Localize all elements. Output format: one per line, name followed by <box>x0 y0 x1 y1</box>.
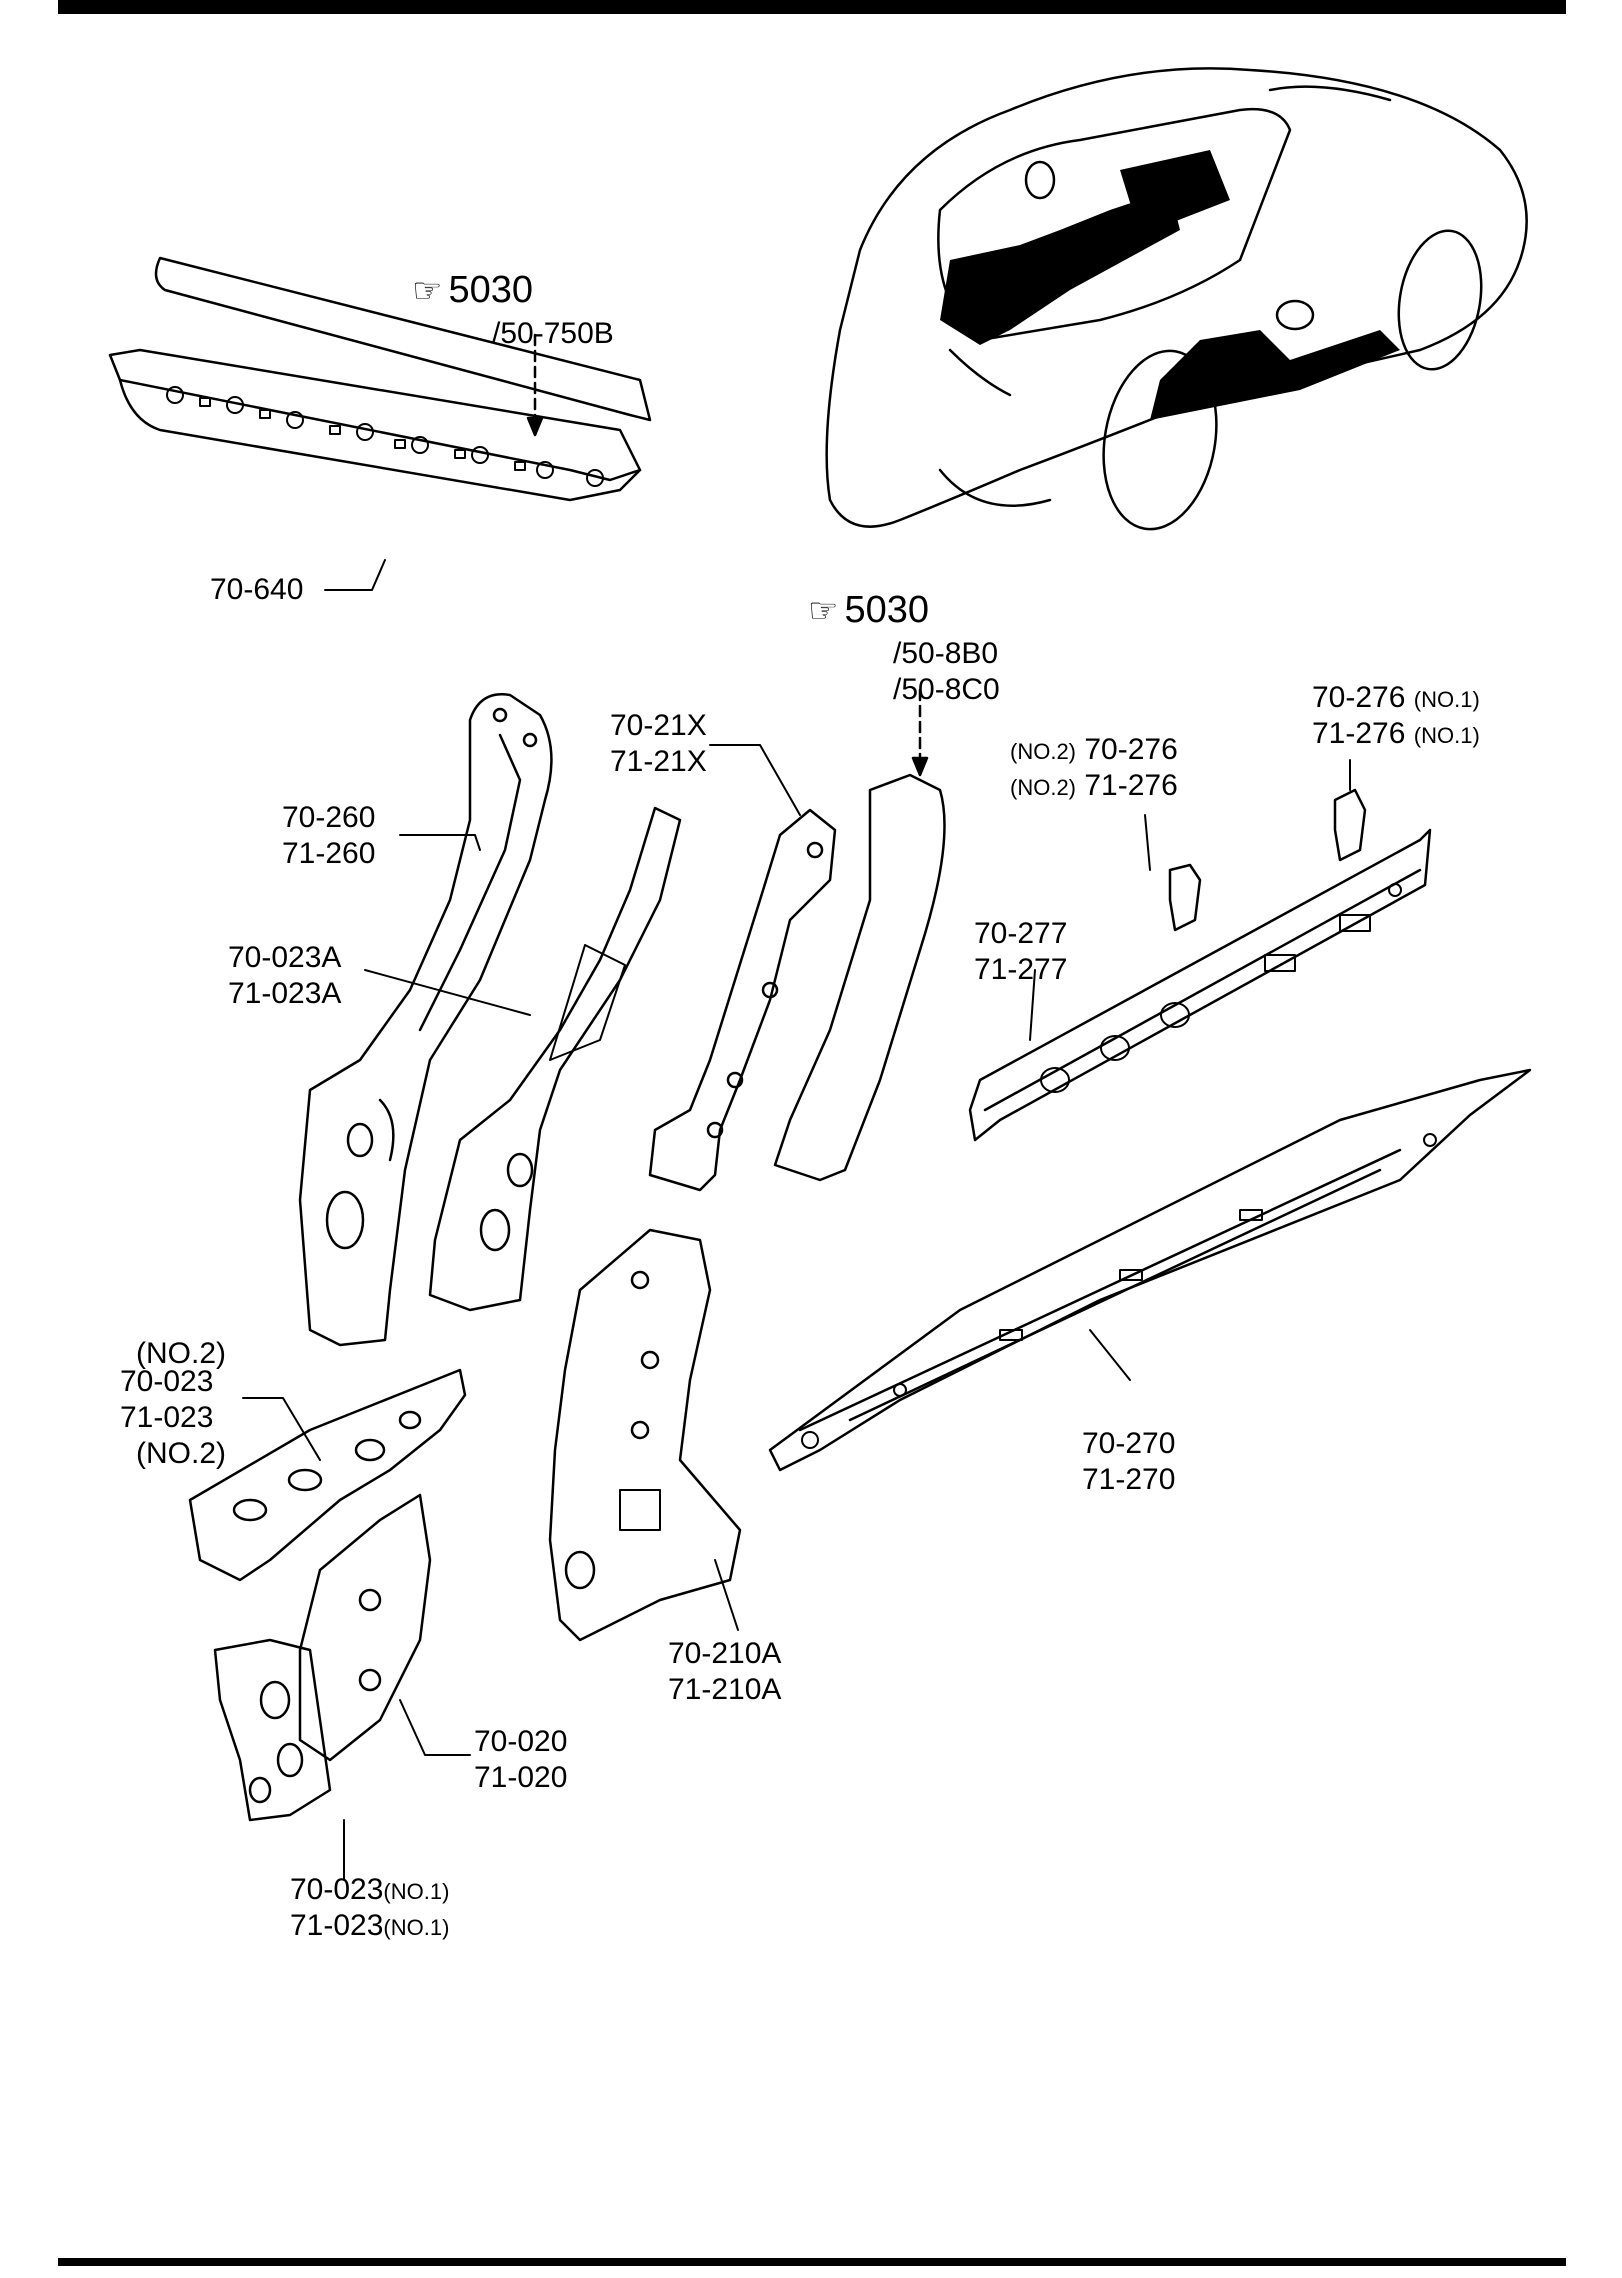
bottom-rule <box>58 2258 1566 2266</box>
part-label-group: 70-023(NO.1) <box>290 1872 449 1910</box>
part-label[interactable]: 71-023A <box>228 977 342 1010</box>
ref-callout-roof[interactable]: ☞5030 <box>412 269 534 311</box>
top-rule <box>58 0 1566 14</box>
part-note: (NO.2) <box>1010 775 1076 800</box>
part-label[interactable]: 70-21X <box>610 709 707 742</box>
part-label-group: 71-276 (NO.1) <box>1312 716 1480 754</box>
part-70-260 <box>298 693 553 1347</box>
part-label[interactable]: 70-023A <box>228 941 342 974</box>
part-label[interactable]: 70-260 <box>282 801 376 834</box>
part-note: (NO.2) <box>136 1337 226 1370</box>
part-label[interactable]: 70-023 <box>290 1873 384 1906</box>
part-70-270 <box>768 1068 1532 1472</box>
ref-number: 5030 <box>448 269 534 311</box>
part-label[interactable]: 71-277 <box>974 953 1068 986</box>
part-70-023A <box>428 806 682 1312</box>
leader-lines <box>242 559 1351 1881</box>
part-70-023-no1 <box>213 1638 332 1822</box>
part-70-277 <box>968 828 1432 1142</box>
part-label[interactable]: 71-276 <box>1084 769 1178 802</box>
part-label-group: (NO.2) 70-276 <box>1010 732 1178 770</box>
part-label[interactable]: 71-276 <box>1312 717 1406 750</box>
ref-code: /50-750B <box>492 317 614 350</box>
part-70-21X <box>648 808 837 1192</box>
part-note: (NO.1) <box>1413 723 1480 748</box>
part-label[interactable]: 71-020 <box>474 1761 568 1794</box>
pointing-hand-icon: ☞ <box>412 272 443 310</box>
part-note: (NO.1) <box>383 1879 450 1904</box>
pointing-hand-icon: ☞ <box>808 592 839 630</box>
part-70-020 <box>298 1493 432 1762</box>
part-label[interactable]: 70-270 <box>1082 1427 1176 1460</box>
part-label[interactable]: 71-21X <box>610 745 707 778</box>
part-70-640 <box>108 256 652 502</box>
part-label[interactable]: 70-276 <box>1312 681 1406 714</box>
part-label[interactable]: 70-020 <box>474 1725 568 1758</box>
part-label[interactable]: 70-640 <box>210 573 304 606</box>
part-pillar-cover <box>773 688 946 1182</box>
car-overview <box>825 67 1528 531</box>
part-70-023-no2 <box>188 1368 467 1582</box>
part-label-group: (NO.2) 71-276 <box>1010 768 1178 806</box>
part-label-group: 70-276 (NO.1) <box>1312 680 1480 718</box>
part-70-276 <box>1168 788 1367 932</box>
part-label[interactable]: 70-210A <box>668 1637 782 1670</box>
part-label[interactable]: 71-023 <box>120 1401 214 1434</box>
part-label[interactable]: 70-277 <box>974 917 1068 950</box>
part-70-210A <box>548 1228 742 1642</box>
part-note: (NO.1) <box>1413 687 1480 712</box>
part-note: (NO.2) <box>136 1437 226 1470</box>
part-label[interactable]: 71-260 <box>282 837 376 870</box>
part-label[interactable]: 70-023 <box>120 1365 214 1398</box>
part-label[interactable]: 70-276 <box>1084 733 1178 766</box>
part-note: (NO.2) <box>1010 739 1076 764</box>
part-label[interactable]: 71-270 <box>1082 1463 1176 1496</box>
ref-code: /50-8B0 <box>893 637 999 670</box>
ref-code: /50-8C0 <box>893 673 1000 706</box>
ref-number: 5030 <box>844 589 930 631</box>
part-label[interactable]: 71-023 <box>290 1909 384 1942</box>
part-label-group: 71-023(NO.1) <box>290 1908 449 1946</box>
ref-callout-pillar[interactable]: ☞5030 <box>808 589 930 631</box>
part-label[interactable]: 71-210A <box>668 1673 782 1706</box>
part-note: (NO.1) <box>383 1915 450 1940</box>
